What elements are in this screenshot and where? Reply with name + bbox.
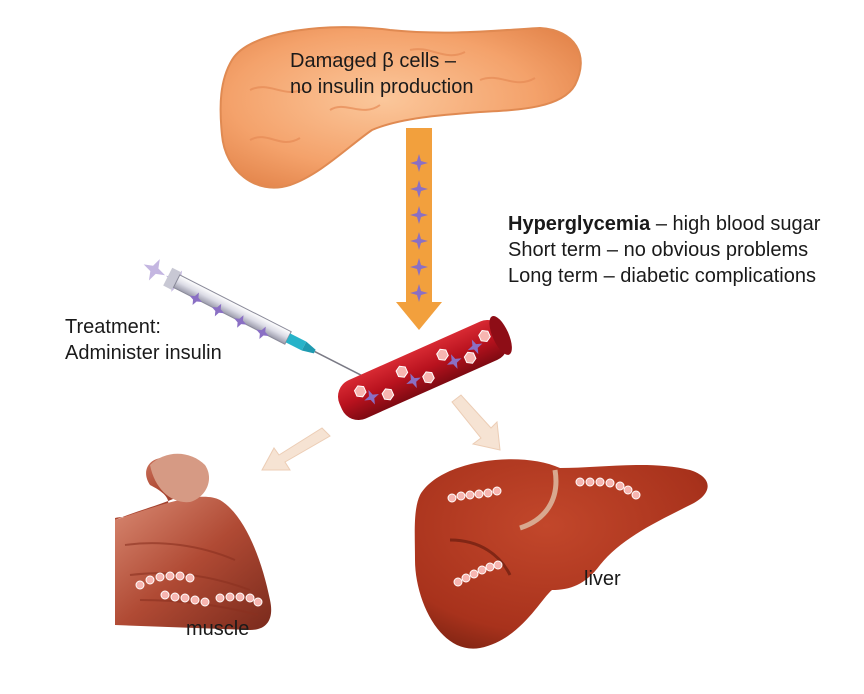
muscle-label: muscle (186, 618, 250, 640)
long-term-line: Long term – diabetic complications (508, 265, 816, 287)
liver-illustration (414, 459, 708, 649)
pancreas-illustration (219, 26, 582, 189)
pancreas-caption-line-2: no insulin production (290, 76, 474, 98)
liver-label: liver (584, 568, 621, 590)
faded-arrow-to-liver (451, 394, 501, 451)
blood-vessel-illustration (338, 315, 512, 421)
pancreas-caption: Damaged β cells – no insulin production (290, 48, 473, 100)
pancreas-caption-line-1: Damaged β cells – (290, 50, 457, 72)
treatment-caption: Treatment: Administer insulin (65, 314, 222, 366)
syringe-illustration (143, 259, 373, 382)
hyperglycemia-term: Hyperglycemia (508, 213, 651, 235)
treatment-caption-line-1: Treatment: (65, 316, 161, 338)
short-term-line: Short term – no obvious problems (508, 239, 809, 261)
muscle-illustration (115, 453, 272, 630)
hyperglycemia-definition: – high blood sugar (650, 213, 821, 235)
hyperglycemia-caption: Hyperglycemia – high blood sugar Short t… (508, 211, 820, 289)
hyperglycemia-line: Hyperglycemia – high blood sugar (508, 211, 820, 237)
insulin-star-column (410, 154, 428, 302)
treatment-caption-line-2: Administer insulin (65, 342, 222, 364)
faded-arrow-to-muscle (261, 427, 331, 471)
